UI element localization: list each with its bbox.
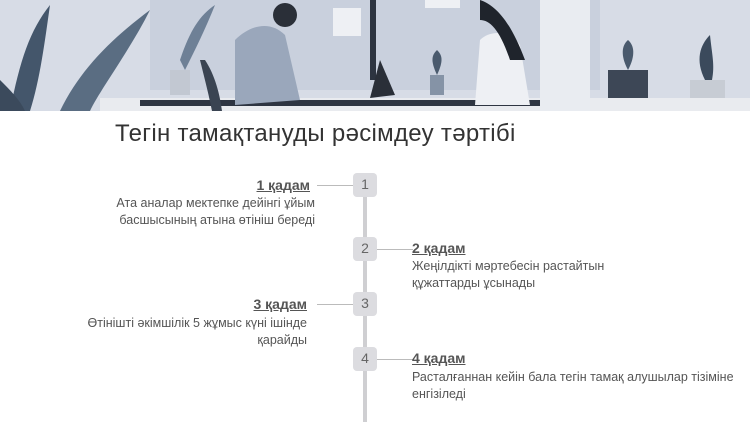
connector [317,185,353,186]
step-2-heading: 2 қадам [412,240,466,256]
step-4-number: 4 [353,347,377,371]
connector [317,304,353,305]
step-2-number: 2 [353,237,377,261]
step-3-description: Өтінішті әкімшілік 5 жұмыс күні ішінде қ… [87,316,307,347]
step-4-description: Расталғаннан кейін бала тегін тамақ алуш… [412,370,734,401]
step-1-description: Ата аналар мектепке дейінгі ұйым басшысы… [116,196,315,227]
step-1-heading: 1 қадам [256,177,311,193]
page-title: Тегін тамақтануды рәсімдеу тәртібі [115,120,516,147]
step-3-heading: 3 қадам [253,296,308,312]
step-3-number: 3 [353,292,377,316]
connector [377,249,413,250]
step-4-heading: 4 қадам [412,350,466,366]
connector [377,359,413,360]
office-illustration [0,0,750,111]
step-1-number: 1 [353,173,377,197]
step-2-description: Жеңілдікті мәртебесін растайтын құжаттар… [412,259,605,290]
